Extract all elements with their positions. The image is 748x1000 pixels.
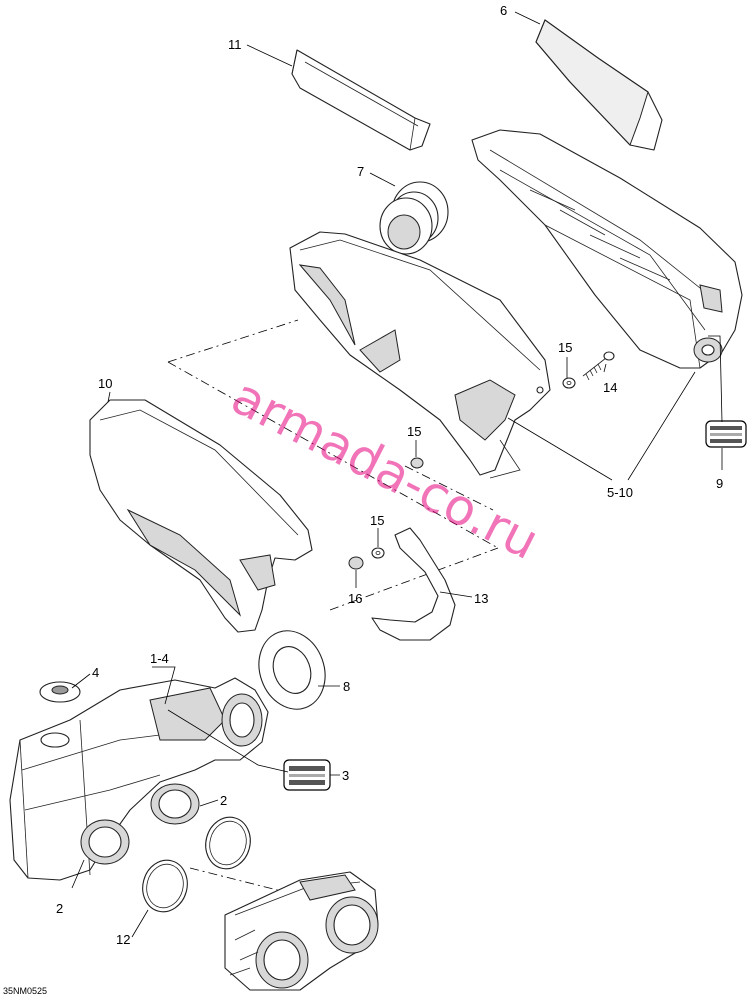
callout-labels: 11 6 7 10 15 14 15 9 5-10 15 16 13 1-4 4…	[56, 3, 723, 947]
part-11-foam-block	[291, 49, 431, 151]
callout-4: 4	[92, 665, 99, 680]
callout-1-4: 1-4	[150, 651, 169, 666]
callout-13: 13	[474, 591, 488, 606]
washer-15-b	[410, 457, 424, 469]
callout-10: 10	[98, 376, 112, 391]
callout-12: 12	[116, 932, 130, 947]
callout-9: 9	[716, 476, 723, 491]
part-4-grommet	[39, 681, 81, 703]
callout-14: 14	[603, 380, 617, 395]
part-6-foam-strip	[535, 19, 663, 151]
washer-15-a	[562, 377, 576, 389]
callout-6: 6	[500, 3, 507, 18]
callout-15-low: 15	[370, 513, 384, 528]
fasteners	[348, 351, 615, 570]
part-5-10-airbox-cover	[471, 129, 743, 369]
callout-11: 11	[228, 37, 242, 52]
throttle-body-assembly	[224, 871, 379, 991]
callout-15-top: 15	[558, 340, 572, 355]
callout-16: 16	[348, 591, 362, 606]
callout-3: 3	[342, 768, 349, 783]
callout-7: 7	[357, 164, 364, 179]
part-2-clamps	[205, 816, 251, 870]
bolt-14	[582, 351, 615, 381]
part-7-grommet	[379, 181, 449, 255]
part-9-label	[705, 420, 747, 448]
part-3-label	[283, 759, 331, 791]
part-13-bracket	[371, 527, 456, 641]
air-filter-housing	[289, 231, 551, 479]
nut-16	[348, 556, 364, 570]
callout-2-right: 2	[220, 793, 227, 808]
leader-lines	[71, 11, 723, 938]
part-8-seal-ring	[258, 630, 326, 710]
callout-15-mid: 15	[407, 424, 421, 439]
callout-8: 8	[343, 679, 350, 694]
part-10-intake-boot	[89, 399, 313, 633]
washer-15-c	[371, 547, 385, 559]
part-1-4-lower-airbox	[9, 677, 269, 881]
callout-2-left: 2	[56, 901, 63, 916]
callout-5-10: 5-10	[607, 485, 633, 500]
figure-code: 35NM0525	[3, 986, 47, 996]
part-12-clamp	[142, 859, 188, 913]
